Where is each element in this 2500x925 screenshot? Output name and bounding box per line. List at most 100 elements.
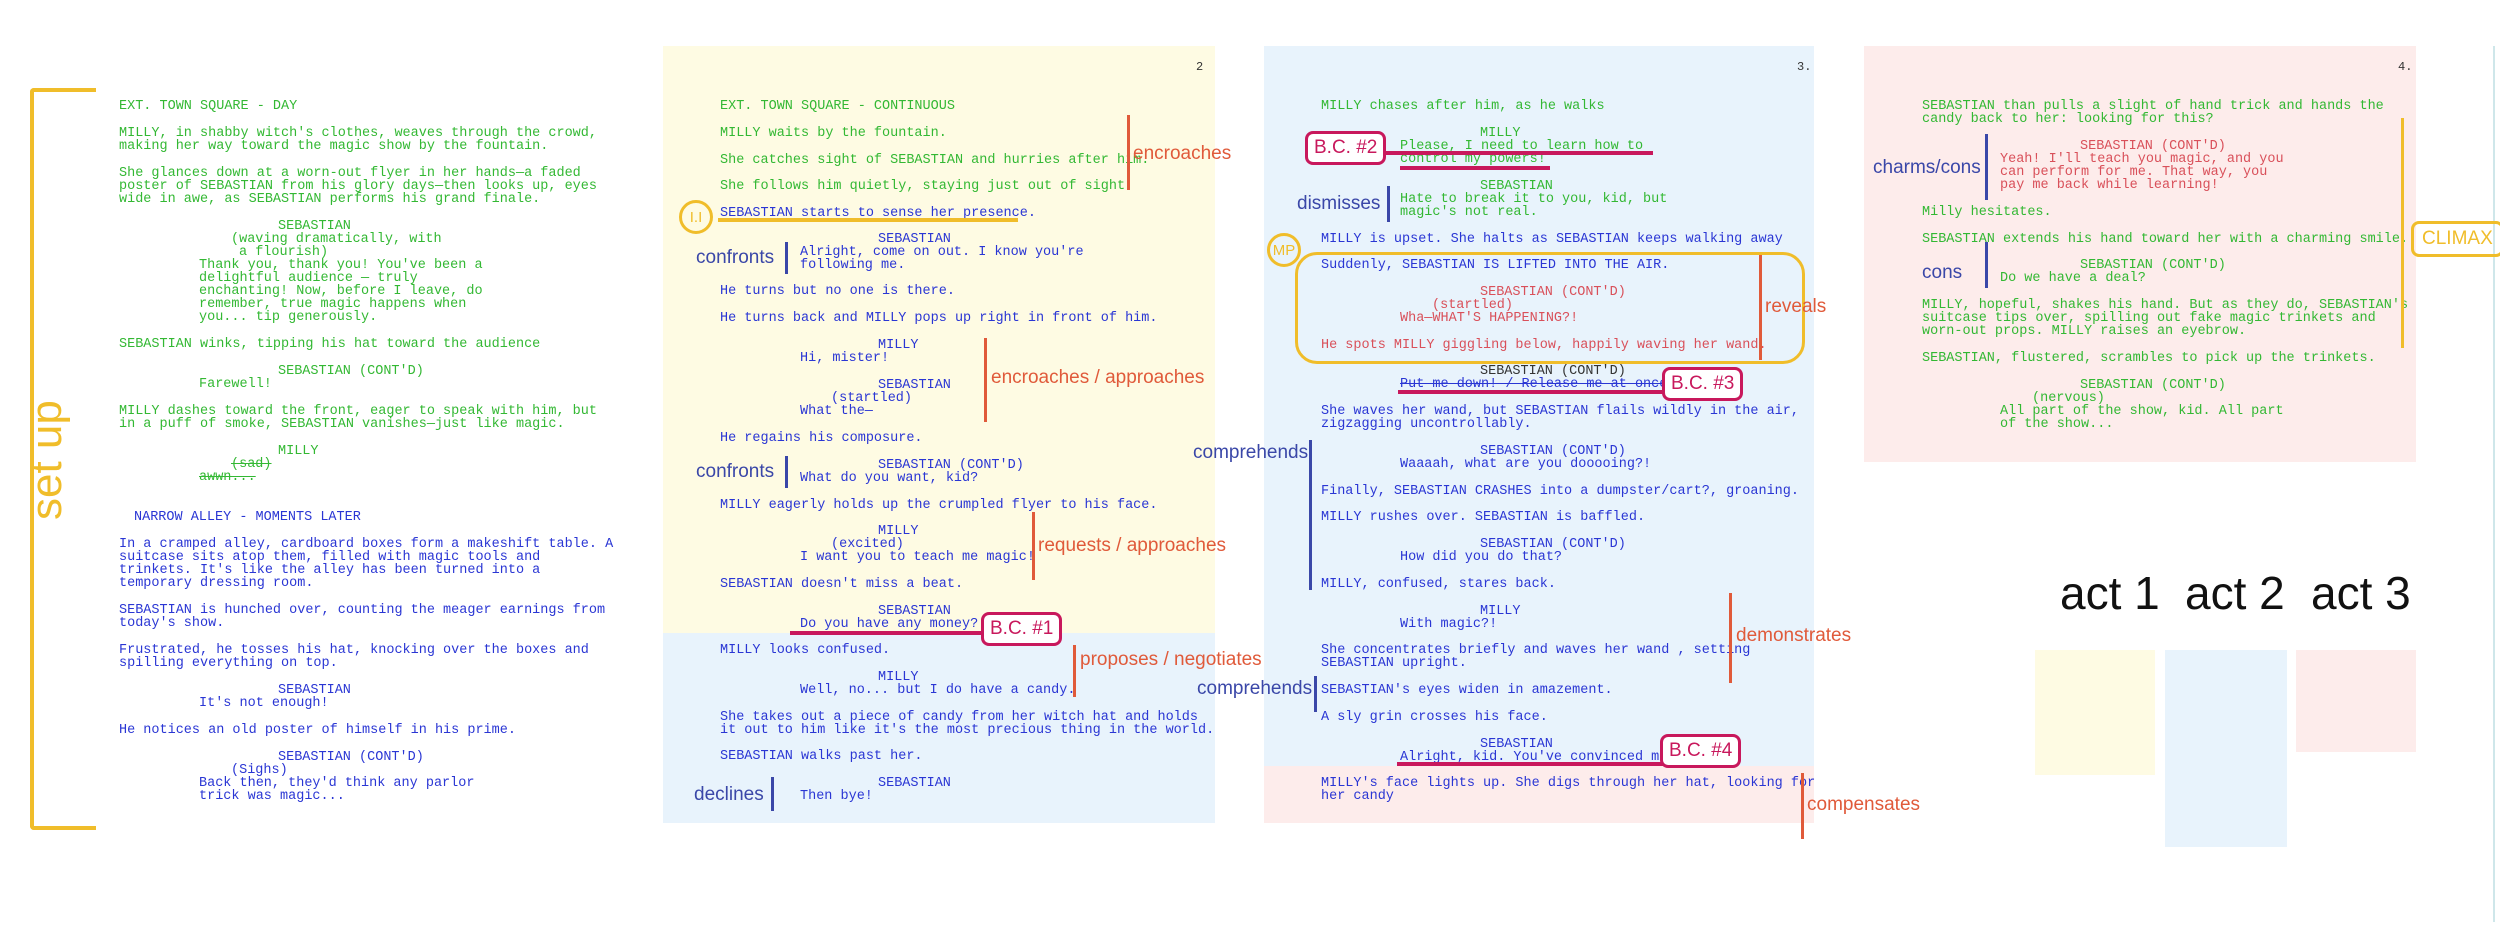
p2-line: SEBASTIAN xyxy=(878,232,951,247)
p1-line: trick was magic... xyxy=(199,789,345,804)
p2-line: Well, no... but I do have a candy. xyxy=(800,683,1076,698)
annot-bar xyxy=(2401,118,2404,348)
p2-line: SEBASTIAN xyxy=(878,776,951,791)
p4-line: can perform for me. That way, you xyxy=(2000,165,2268,180)
p1-line: She glances down at a worn-out flyer in … xyxy=(119,166,581,181)
p2-line: it out to him like it's the most preciou… xyxy=(720,723,1215,738)
p2-line: I want you to teach me magic! xyxy=(800,550,1035,565)
beat-change-2: B.C. #2 xyxy=(1305,131,1387,165)
p4-line: candy back to her: looking for this? xyxy=(1922,112,2214,127)
p1-line: He notices an old poster of himself in h… xyxy=(119,723,516,738)
p3-line: MILLY is upset. She halts as SEBASTIAN k… xyxy=(1321,232,1783,247)
annot-bar xyxy=(984,338,987,422)
p1-line: delightful audience — truly xyxy=(199,271,418,286)
annot-compensates: compensates xyxy=(1807,794,1921,815)
p2-line: She takes out a piece of candy from her … xyxy=(720,710,1198,725)
p3-line: Wha—WHAT'S HAPPENING?! xyxy=(1400,311,1579,326)
p2-line: She follows him quietly, staying just ou… xyxy=(720,179,1134,194)
p1-line: (waving dramatically, with xyxy=(231,232,442,247)
p2-line: MILLY waits by the fountain. xyxy=(720,126,947,141)
p1-line: MILLY xyxy=(278,444,319,459)
p4-line: SEBASTIAN extends his hand toward her wi… xyxy=(1922,232,2409,247)
p3-line: A sly grin crosses his face. xyxy=(1321,710,1548,725)
p2-line: Then bye! xyxy=(800,789,873,804)
setup-bracket xyxy=(30,88,96,830)
annot-bar xyxy=(1032,512,1035,580)
annot-bar xyxy=(1073,645,1076,697)
p3-line: magic's not real. xyxy=(1400,205,1538,220)
page-3-pink-section xyxy=(1264,766,1814,823)
p2-line: MILLY xyxy=(878,670,919,685)
highlight-beat-change xyxy=(1398,390,1664,394)
p1-line: making her way toward the magic show by … xyxy=(119,139,549,154)
p3-line: With magic?! xyxy=(1400,617,1498,632)
annot-encroaches: encroaches xyxy=(1133,143,1232,164)
p1-line: spilling everything on top. xyxy=(119,656,338,671)
climax-label: CLIMAX xyxy=(2411,221,2500,257)
p3-line: MILLY xyxy=(1480,126,1521,141)
p4-line: Milly hesitates. xyxy=(1922,205,2052,220)
p1-line: (sad) xyxy=(231,457,272,472)
p1-line: (Sighs) xyxy=(231,763,288,778)
annot-bar xyxy=(771,777,774,811)
annot-bar xyxy=(785,456,788,488)
p1-line: suitcase sits atop them, filled with mag… xyxy=(119,550,541,565)
p3-line: Please, I need to learn how to xyxy=(1400,139,1644,154)
p3-line: SEBASTIAN (CONT'D) xyxy=(1480,537,1626,552)
p3-line: Finally, SEBASTIAN CRASHES into a dumpst… xyxy=(1321,484,1799,499)
p4-line: worn-out props. MILLY raises an eyebrow. xyxy=(1922,324,2247,339)
setup-label: set up xyxy=(22,400,71,520)
p4-line: Yeah! I'll teach you magic, and you xyxy=(2000,152,2284,167)
p3-line: How did you do that? xyxy=(1400,550,1563,565)
p3-line: MILLY's face lights up. She digs through… xyxy=(1321,776,1816,791)
p4-line: SEBASTIAN than pulls a slight of hand tr… xyxy=(1922,99,2384,114)
page-4-pink-section xyxy=(1864,46,2416,462)
p1-line: SEBASTIAN is hunched over, counting the … xyxy=(119,603,606,618)
p1-line: Thank you, thank you! You've been a xyxy=(199,258,483,273)
p2-line: He turns but no one is there. xyxy=(720,284,955,299)
annot-confronts: confronts xyxy=(696,247,775,268)
p3-line: She waves her wand, but SEBASTIAN flails… xyxy=(1321,404,1799,419)
p1-line: Frustrated, he tosses his hat, knocking … xyxy=(119,643,589,658)
p1-line: SEBASTIAN (CONT'D) xyxy=(278,750,424,765)
p3-line: She concentrates briefly and waves her w… xyxy=(1321,643,1751,658)
annot-bar xyxy=(1985,242,1988,288)
p2-line: SEBASTIAN xyxy=(878,604,951,619)
p1-line: SEBASTIAN xyxy=(278,683,351,698)
p3-line: SEBASTIAN's eyes widen in amazement. xyxy=(1321,683,1613,698)
annot-bar xyxy=(1314,676,1317,712)
p1-line: Farewell! xyxy=(199,377,272,392)
p1-line: remember, true magic happens when xyxy=(199,297,467,312)
p1-line: in a puff of smoke, SEBASTIAN vanishes—j… xyxy=(119,417,565,432)
p3-line: MILLY, confused, stares back. xyxy=(1321,577,1556,592)
p4-line: (nervous) xyxy=(2032,391,2105,406)
p1-line: SEBASTIAN xyxy=(278,219,351,234)
p3-line: SEBASTIAN xyxy=(1480,737,1553,752)
annot-confronts: confronts xyxy=(696,461,775,482)
p1-line: today's show. xyxy=(119,616,225,631)
p4-line: of the show... xyxy=(2000,417,2114,432)
highlight-inciting xyxy=(718,218,1018,222)
act-3-label: act 3 xyxy=(2311,567,2411,619)
annot-bar xyxy=(785,242,788,274)
p3-line: SEBASTIAN upright. xyxy=(1321,656,1467,671)
p3-line: SEBASTIAN xyxy=(1480,179,1553,194)
p2-line: He turns back and MILLY pops up right in… xyxy=(720,311,1158,326)
p3-line: SEBASTIAN (CONT'D) xyxy=(1480,285,1626,300)
midpoint-box xyxy=(1295,252,1805,364)
annot-reveals: reveals xyxy=(1765,296,1827,317)
annot-charms-cons: charms/cons xyxy=(1873,157,1981,178)
p3-line: MILLY xyxy=(1480,604,1521,619)
page-number-4: 4. xyxy=(2398,60,2413,74)
annot-bar xyxy=(1729,593,1732,683)
annot-comprehends: comprehends xyxy=(1197,678,1313,699)
annot-proposes-negotiates: proposes / negotiates xyxy=(1080,649,1262,670)
p1-line: you... tip generously. xyxy=(199,310,378,325)
annot-bar xyxy=(1387,186,1390,222)
page-number-3: 3. xyxy=(1797,60,1812,74)
p1-line: MILLY, in shabby witch's clothes, weaves… xyxy=(119,126,597,141)
p1-line: wide in awe, as SEBASTIAN performs his g… xyxy=(119,192,541,207)
p3-line: He spots MILLY giggling below, happily w… xyxy=(1321,338,1767,353)
p3-line: MILLY rushes over. SEBASTIAN is baffled. xyxy=(1321,510,1646,525)
p1-line: It's not enough! xyxy=(199,696,329,711)
